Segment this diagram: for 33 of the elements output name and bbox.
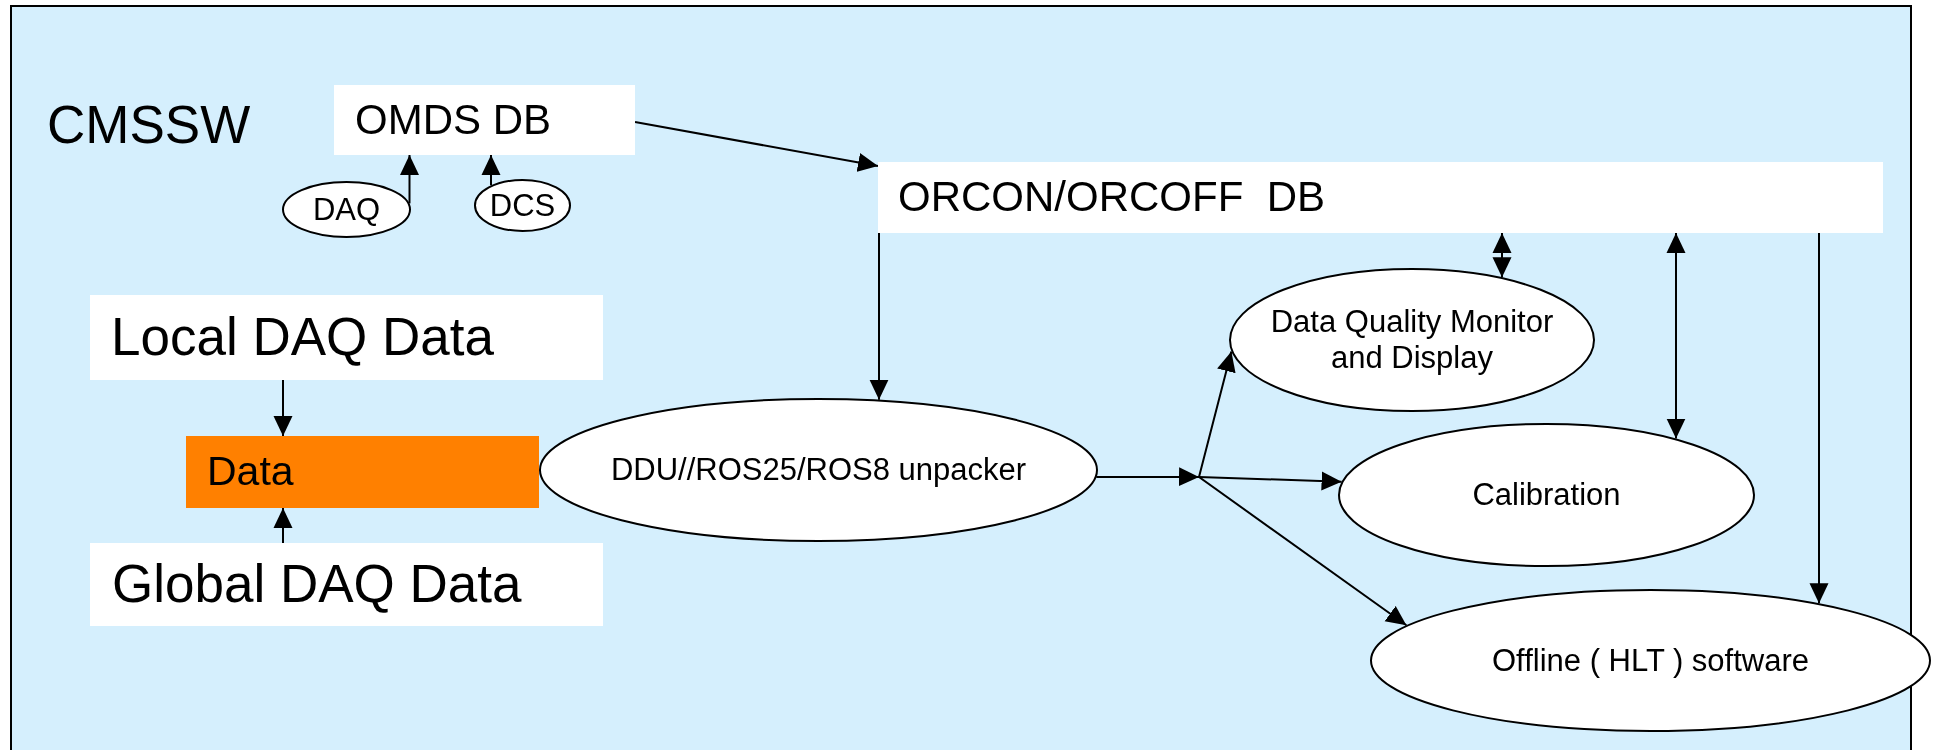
arrow	[869, 232, 889, 401]
node-label: DDU//ROS25/ROS8 unpacker	[610, 452, 1027, 488]
double-arrow	[1492, 232, 1512, 279]
arrow	[273, 507, 293, 544]
arrow	[400, 154, 419, 205]
input-source-box	[90, 295, 603, 380]
source-ellipse	[282, 181, 411, 238]
input-source-box	[90, 543, 603, 626]
frame-title: CMSSW	[47, 95, 251, 156]
node-label: Local DAQ Data	[111, 307, 494, 368]
source-ellipse	[474, 179, 571, 232]
node-label: DAQ	[312, 191, 381, 228]
double-arrow	[1666, 232, 1686, 440]
process-ellipse	[1370, 589, 1931, 732]
node-label: Data	[207, 448, 294, 496]
node-label: ORCON/ORCOFF DB	[898, 173, 1325, 222]
node-label: Global DAQ Data	[112, 554, 522, 615]
process-ellipse	[1338, 423, 1755, 567]
node-label: Calibration	[1472, 477, 1621, 513]
arrow	[481, 154, 501, 187]
database-box	[878, 162, 1883, 233]
arrow	[1809, 232, 1829, 605]
node-label: Offline ( HLT ) software	[1492, 642, 1809, 679]
database-box	[334, 85, 635, 155]
arrow	[1095, 476, 1408, 627]
process-ellipse	[1229, 268, 1595, 412]
process-ellipse	[539, 398, 1098, 542]
node-label: OMDS DB	[355, 95, 551, 145]
data-box	[186, 436, 539, 508]
node-label: Data Quality Monitor and Display	[1269, 304, 1555, 376]
node-label: DCS	[489, 187, 556, 224]
arrow	[273, 379, 293, 437]
arrow	[634, 121, 879, 172]
